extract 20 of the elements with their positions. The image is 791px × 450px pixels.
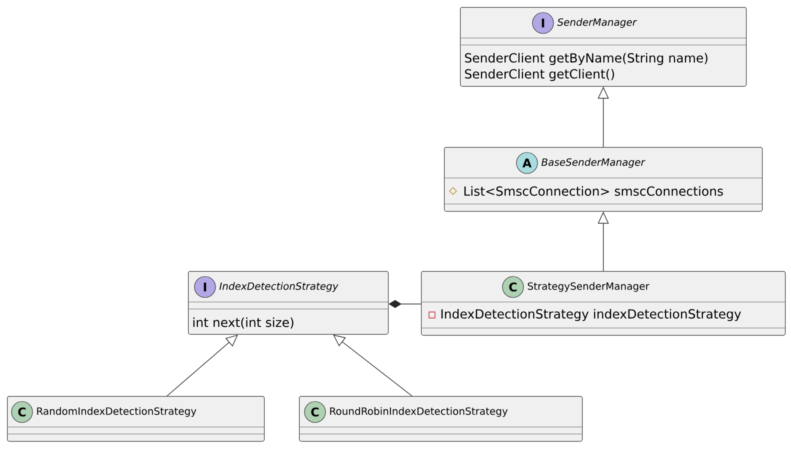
class-name: SenderManager bbox=[557, 18, 638, 28]
class-name: IndexDetectionStrategy bbox=[219, 282, 338, 292]
class-box bbox=[444, 147, 763, 212]
class-name: BaseSenderManager bbox=[541, 158, 646, 168]
class-box bbox=[298, 396, 583, 442]
member-text: SenderClient getClient() bbox=[465, 68, 614, 82]
class-name: StrategySenderManager bbox=[528, 282, 650, 292]
connector bbox=[166, 334, 238, 396]
connector bbox=[388, 300, 422, 308]
class-name: RoundRobinIndexDetectionStrategy bbox=[330, 407, 508, 417]
member-text: SenderClient getByName(String name) bbox=[465, 52, 708, 66]
member-text: List<SmscConnection> smscConnections bbox=[464, 186, 723, 196]
class-box bbox=[6, 396, 265, 442]
class-name: RandomIndexDetectionStrategy bbox=[37, 407, 196, 417]
class-box bbox=[188, 271, 389, 335]
member-text: int next(int size) bbox=[193, 317, 294, 329]
class-box bbox=[460, 7, 747, 87]
connector bbox=[333, 334, 412, 396]
member-text: IndexDetectionStrategy indexDetectionStrategy bbox=[441, 308, 741, 322]
class-box bbox=[420, 271, 786, 336]
